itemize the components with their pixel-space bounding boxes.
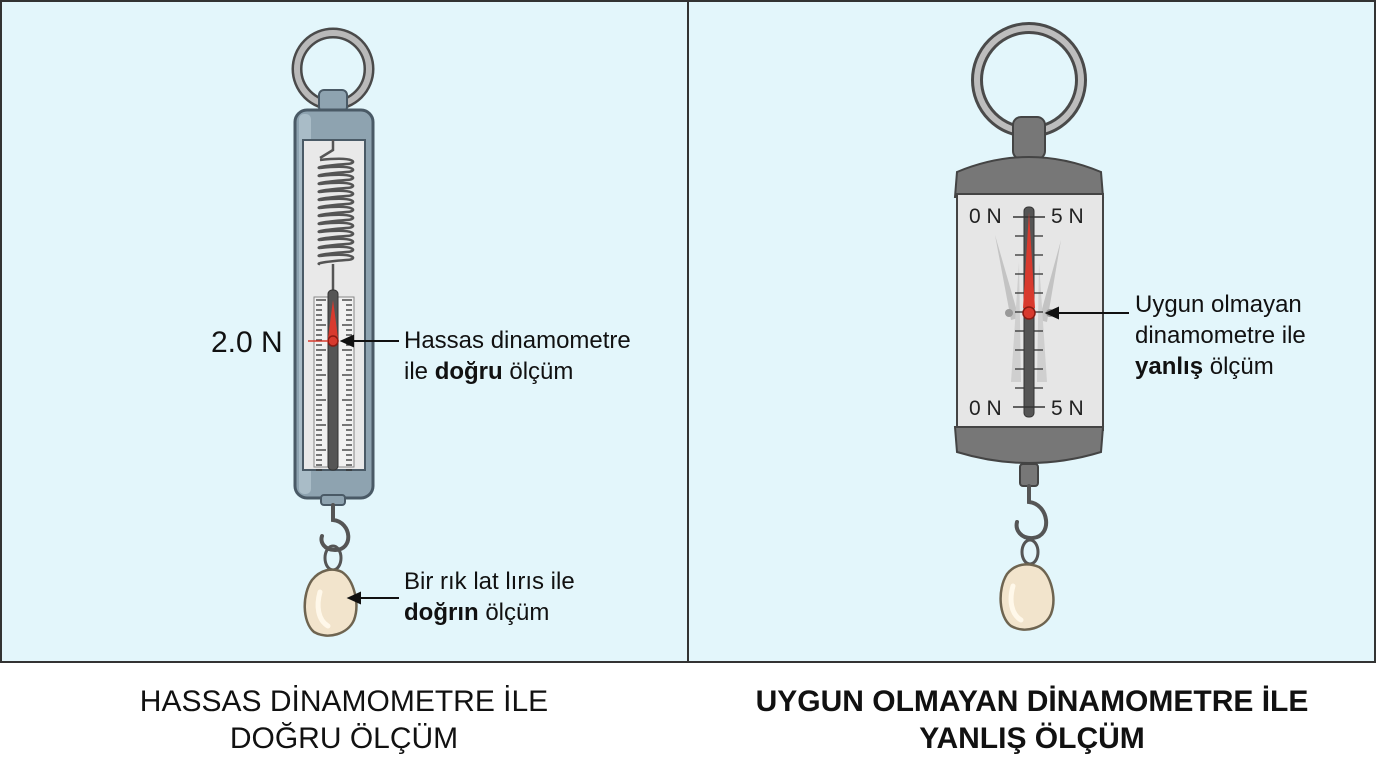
improper-annotation: Uygun olmayan dinamometre ile yanlış ölç… [1135, 289, 1306, 382]
reading-label: 2.0 N [211, 326, 283, 359]
precise-annotation-line1: Hassas dinamometre [404, 327, 631, 354]
spring-coil [317, 181, 355, 194]
spring-coil [317, 205, 355, 218]
red-indicator [1023, 212, 1035, 308]
weight-annotation-bold: doğrın [404, 599, 479, 626]
precise-annotation-bold: doğru [434, 358, 503, 385]
precise-annotation-line2: ile doğru ölçüm [404, 356, 631, 387]
scale-body-bottom [953, 426, 1105, 464]
improper-annotation-line1: Uygun olmayan [1135, 291, 1302, 318]
spring-coil [317, 253, 355, 266]
precise-spring-scale [291, 27, 399, 637]
left-panel: 2.0 N Hassas dinamometre ile doğru ölçüm… [0, 0, 690, 663]
left-caption-line1: HASSAS DİNAMOMETRE İLE [139, 685, 549, 718]
right-caption-line2: YANLIŞ ÖLÇÜM [919, 722, 1145, 755]
left-caption-line2: DOĞRU ÖLÇÜM [229, 722, 459, 755]
improper-annotation-line2: dinamometre ile [1135, 322, 1306, 349]
spring-coil [317, 229, 355, 242]
red-indicator [328, 300, 338, 338]
weight-stone [303, 568, 358, 637]
spring-coil [317, 173, 355, 186]
right-panel: 0 N 5 N 0 N 5 N Uygun olmayan dinamometr… [687, 0, 1376, 663]
spring-coil [317, 189, 355, 202]
precise-annotation-suffix: ölçüm [502, 358, 574, 385]
improper-annotation-line3: yanlış ölçüm [1135, 351, 1306, 382]
improper-dial-scale [953, 22, 1129, 631]
scale-label-top-left: 0 N [969, 205, 1002, 228]
scale-label-bottom-right: 5 N [1051, 397, 1084, 420]
spring-coil [317, 237, 355, 250]
spring [317, 140, 355, 292]
left-caption: HASSAS DİNAMOMETRE İLE DOĞRU ÖLÇÜM [0, 683, 688, 757]
precise-annotation-prefix: ile [404, 358, 435, 385]
spring-coil [317, 213, 355, 226]
hook [1014, 484, 1049, 541]
hook [319, 503, 351, 553]
weight-annotation-line2: doğrın ölçüm [404, 597, 575, 628]
weight-annotation: Bir rık lat lırıs ile doğrın ölçüm [404, 566, 575, 628]
right-caption-line1: UYGUN OLMAYAN DİNAMOMETRE İLE [755, 685, 1309, 718]
precise-annotation: Hassas dinamometre ile doğru ölçüm [404, 325, 631, 387]
spring-coil [317, 245, 355, 258]
scale-neck [1012, 116, 1046, 160]
spring-coil [317, 165, 355, 178]
scale-body-top [953, 156, 1105, 198]
spring-coil [317, 197, 355, 210]
improper-annotation-suffix: ölçüm [1203, 353, 1274, 380]
improper-annotation-bold: yanlış [1135, 353, 1204, 380]
spring-coil [317, 157, 355, 170]
weight-stone [999, 563, 1055, 631]
weight-annotation-line1: Bir rık lat lırıs ile [404, 568, 575, 595]
scale-label-bottom-left: 0 N [969, 397, 1002, 420]
scale-label-top-right: 5 N [1051, 205, 1084, 228]
weight-annotation-suffix: ölçüm [478, 599, 550, 626]
right-caption: UYGUN OLMAYAN DİNAMOMETRE İLE YANLIŞ ÖLÇ… [688, 683, 1376, 757]
spring-coil [317, 221, 355, 234]
